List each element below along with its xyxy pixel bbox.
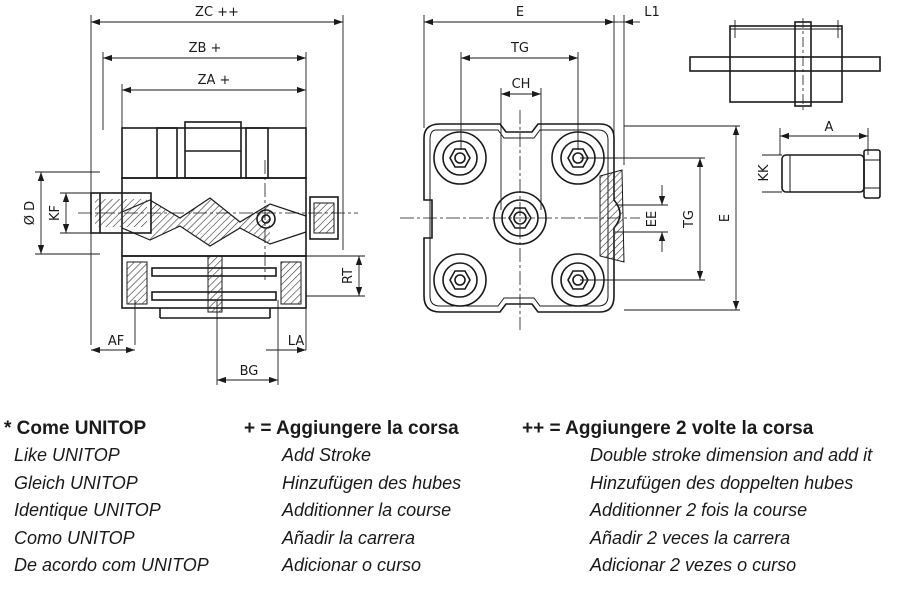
- legend-line: Additionner la course: [282, 500, 452, 520]
- legend-line: Double stroke dimension and add it: [590, 445, 873, 465]
- dim-d: Ø D: [23, 201, 38, 225]
- nut-detail: [762, 128, 881, 199]
- dim-tg-top: TG: [510, 41, 529, 56]
- front-dimension-lines: [424, 18, 740, 310]
- legend-line: Adicionar o curso: [282, 555, 422, 575]
- dimension-lines: [37, 18, 363, 384]
- dim-rt: RT: [341, 268, 356, 284]
- legend-line: Hinzufügen des doppelten hubes: [590, 472, 854, 493]
- dim-kf: KF: [48, 205, 63, 221]
- legend-line: Add Stroke: [282, 445, 372, 465]
- technical-drawing: ZC ++ ZB + ZA + Ø D KF AF BG LA RT: [23, 5, 881, 385]
- dim-af: AF: [108, 334, 124, 349]
- dim-tg-side: TG: [682, 210, 697, 229]
- back-fitting: [309, 196, 339, 240]
- legend-line: Añadir 2 veces la carrera: [590, 527, 791, 548]
- dim-a: A: [825, 120, 834, 135]
- dim-bg: BG: [240, 364, 259, 379]
- legend-line: Like UNITOP: [14, 445, 120, 465]
- dim-ch: CH: [512, 77, 531, 92]
- front-center-lines: [400, 110, 640, 330]
- front-plate: [423, 123, 621, 313]
- dim-zb: ZB +: [189, 41, 222, 56]
- center-lines: [78, 160, 358, 280]
- extension-lines: [35, 15, 365, 385]
- legend-line: Adicionar 2 vezes o curso: [590, 555, 797, 575]
- dim-ee: EE: [645, 211, 660, 227]
- legend-line: Hinzufügen des hubes: [282, 472, 462, 493]
- legend-heading: ++ = Aggiungere 2 volte la corsa: [522, 418, 814, 439]
- cap-block: [184, 121, 242, 179]
- legend-line: Añadir la carrera: [282, 527, 416, 548]
- dim-e-side: E: [718, 214, 733, 222]
- dim-la: LA: [288, 334, 305, 349]
- detail-labels: A KK: [757, 120, 834, 182]
- dim-kk: KK: [757, 164, 772, 182]
- cylinder-cap: [121, 127, 307, 179]
- screw-br: [551, 253, 605, 307]
- dim-zc: ZC ++: [195, 5, 239, 20]
- legend-col-unitop: * Come UNITOP Like UNITOP Gleich UNITOP …: [4, 416, 209, 580]
- legend-line: Gleich UNITOP: [14, 472, 138, 493]
- screw-tl: [433, 131, 487, 185]
- legend-line: Identique UNITOP: [14, 500, 161, 520]
- legend-col-add-stroke: + = Aggiungere la corsa Add Stroke Hinzu…: [244, 416, 461, 580]
- dim-e-top: E: [516, 5, 524, 20]
- legend-heading: + = Aggiungere la corsa: [244, 418, 459, 439]
- front-extension-lines: [423, 15, 740, 311]
- bolt-left: [156, 127, 178, 179]
- front-view: [400, 15, 740, 330]
- dim-l1: L1: [644, 5, 660, 20]
- screw-bl: [433, 253, 487, 307]
- front-view-labels: E L1 TG CH EE TG E: [510, 5, 733, 229]
- legend-line: Additionner 2 fois la course: [590, 500, 808, 520]
- legend-col-double-stroke: ++ = Aggiungere 2 volte la corsa Double …: [522, 416, 872, 580]
- legend-line: Como UNITOP: [14, 527, 135, 548]
- side-view-labels: ZC ++ ZB + ZA + Ø D KF AF BG LA RT: [23, 5, 356, 379]
- screw-tr: [551, 131, 605, 185]
- legend-heading: * Come UNITOP: [4, 418, 147, 439]
- side-view: [35, 15, 365, 385]
- legend-line: De acordo com UNITOP: [14, 555, 209, 575]
- dim-za: ZA +: [198, 73, 231, 88]
- mount-detail: [689, 18, 881, 110]
